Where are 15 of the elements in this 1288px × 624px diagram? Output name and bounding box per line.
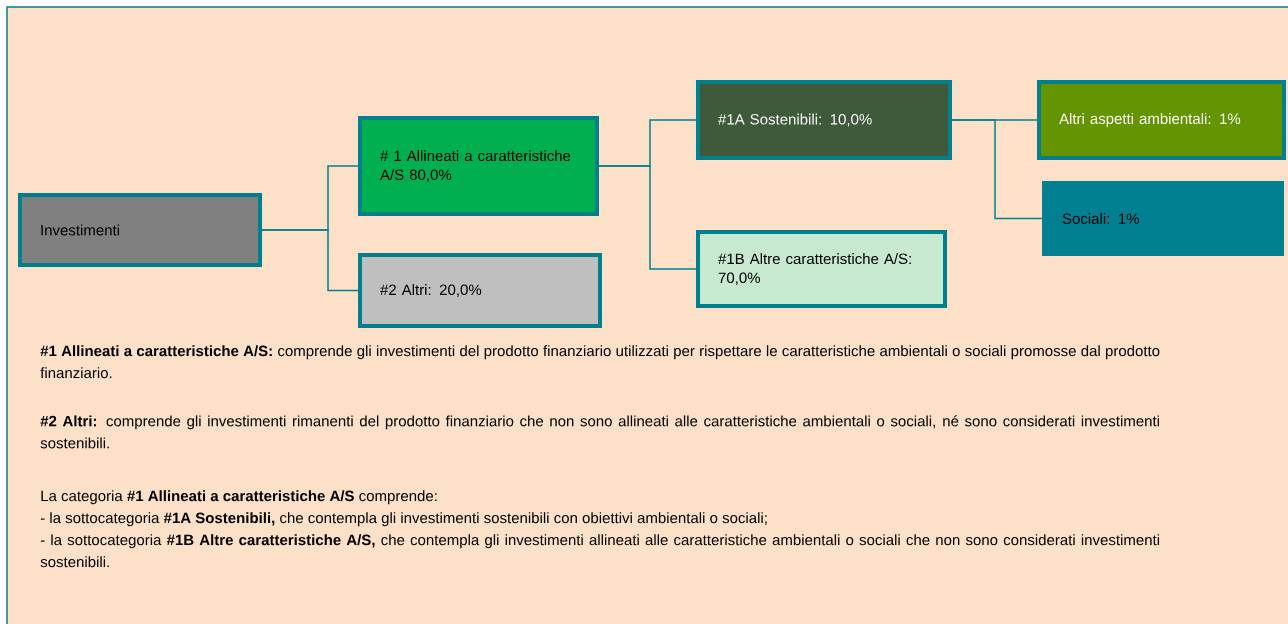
root-box: Investimenti [18, 193, 262, 267]
paragraph: La categoria #1 Allineati a caratteristiche A/S comprende: [41, 490, 437, 505]
category-box: # 1 Allineati a caratteristiche A/S 80,0% [358, 116, 599, 216]
detail-box: Sociali: 1% [1042, 181, 1284, 256]
connector [951, 119, 1043, 220]
paragraph: #2 Altri: comprende gli investimenti rimanenti del prodotto finanziario che non sono allineati alle caratteristiche ambientali o sociali, né sono considerati investimenti sostenibili. [40, 415, 1159, 449]
subcategory-box: #1B Altre caratteristiche A/S: 70,0% [696, 230, 947, 308]
connector [261, 229, 359, 292]
paragraph: - la sottocategoria #1A Sostenibili, che contempla gli investimenti sostenibili con obiettivi ambientali o sociali; [40, 512, 767, 527]
connector [598, 165, 697, 270]
category-box: #2 Altri: 20,0% [358, 253, 602, 328]
paragraph: - la sottocategoria #1B Altre caratteristiche A/S, che contempla gli investimenti allineati alle caratteristiche ambientali o sociali che non sono considerati investimenti sostenibili. [40, 534, 1160, 568]
detail-box: Altri aspetti ambientali: 1% [1037, 80, 1286, 160]
paragraph: #1 Allineati a caratteristiche A/S: comprende gli investimenti del prodotto finanziario utilizzati per rispettare le caratteristiche ambientali o sociali promosse dal prodotto finanziario. [40, 345, 1160, 379]
subcategory-box: #1A Sostenibili: 10,0% [696, 80, 952, 160]
